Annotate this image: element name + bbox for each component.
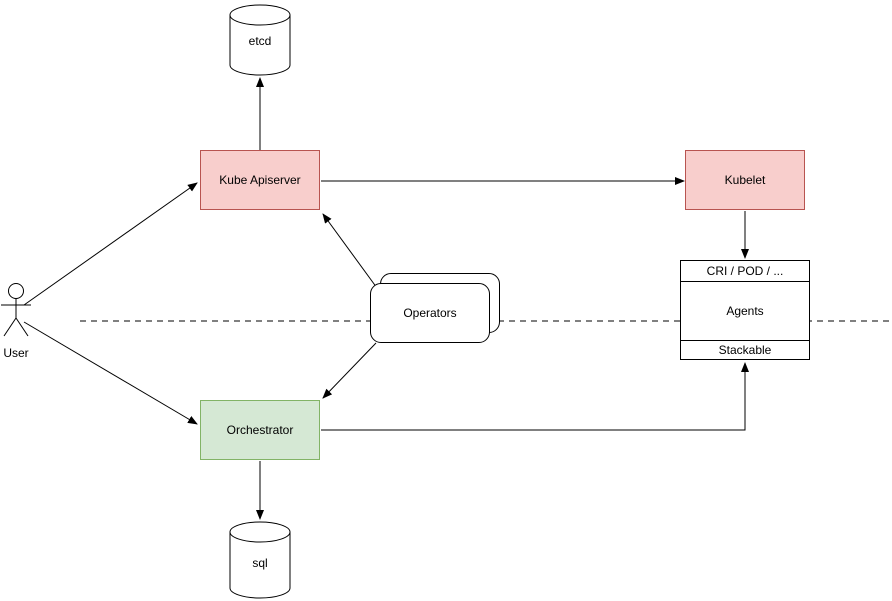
edge-user-to-orchestrator: [23, 321, 198, 425]
agents-section-agents: Agents: [681, 282, 809, 340]
edge-orchestrator-to-stackable: [321, 362, 749, 431]
agents-label: Agents: [726, 304, 764, 318]
etcd-label: etcd: [248, 34, 272, 48]
kube-apiserver-label: Kube Apiserver: [219, 173, 301, 187]
agents-section-stackable: Stackable: [681, 340, 809, 359]
operators-label: Operators: [403, 306, 457, 320]
etcd-cylinder: [229, 4, 291, 76]
user-actor-icon: [1, 283, 31, 337]
stackable-label: Stackable: [718, 343, 772, 357]
user-label: User: [3, 346, 29, 360]
edge-operators-to-orchestrator: [322, 342, 377, 399]
orchestrator-label: Orchestrator: [226, 423, 294, 437]
edge-operators-to-kube-apiserver: [322, 213, 378, 289]
cri-pod-label: CRI / POD / ...: [706, 264, 784, 278]
sql-label: sql: [252, 556, 268, 570]
node-operators: Operators: [370, 283, 490, 343]
kubelet-label: Kubelet: [724, 173, 766, 187]
agents-section-cri-pod: CRI / POD / ...: [681, 261, 809, 282]
sql-cylinder: [229, 521, 291, 599]
node-kube-apiserver: Kube Apiserver: [200, 150, 320, 210]
node-kubelet: Kubelet: [685, 150, 805, 210]
node-orchestrator: Orchestrator: [200, 400, 320, 460]
node-agents-stack: CRI / POD / ... Agents Stackable: [680, 260, 810, 360]
edge-user-to-kube-apiserver: [23, 182, 198, 306]
